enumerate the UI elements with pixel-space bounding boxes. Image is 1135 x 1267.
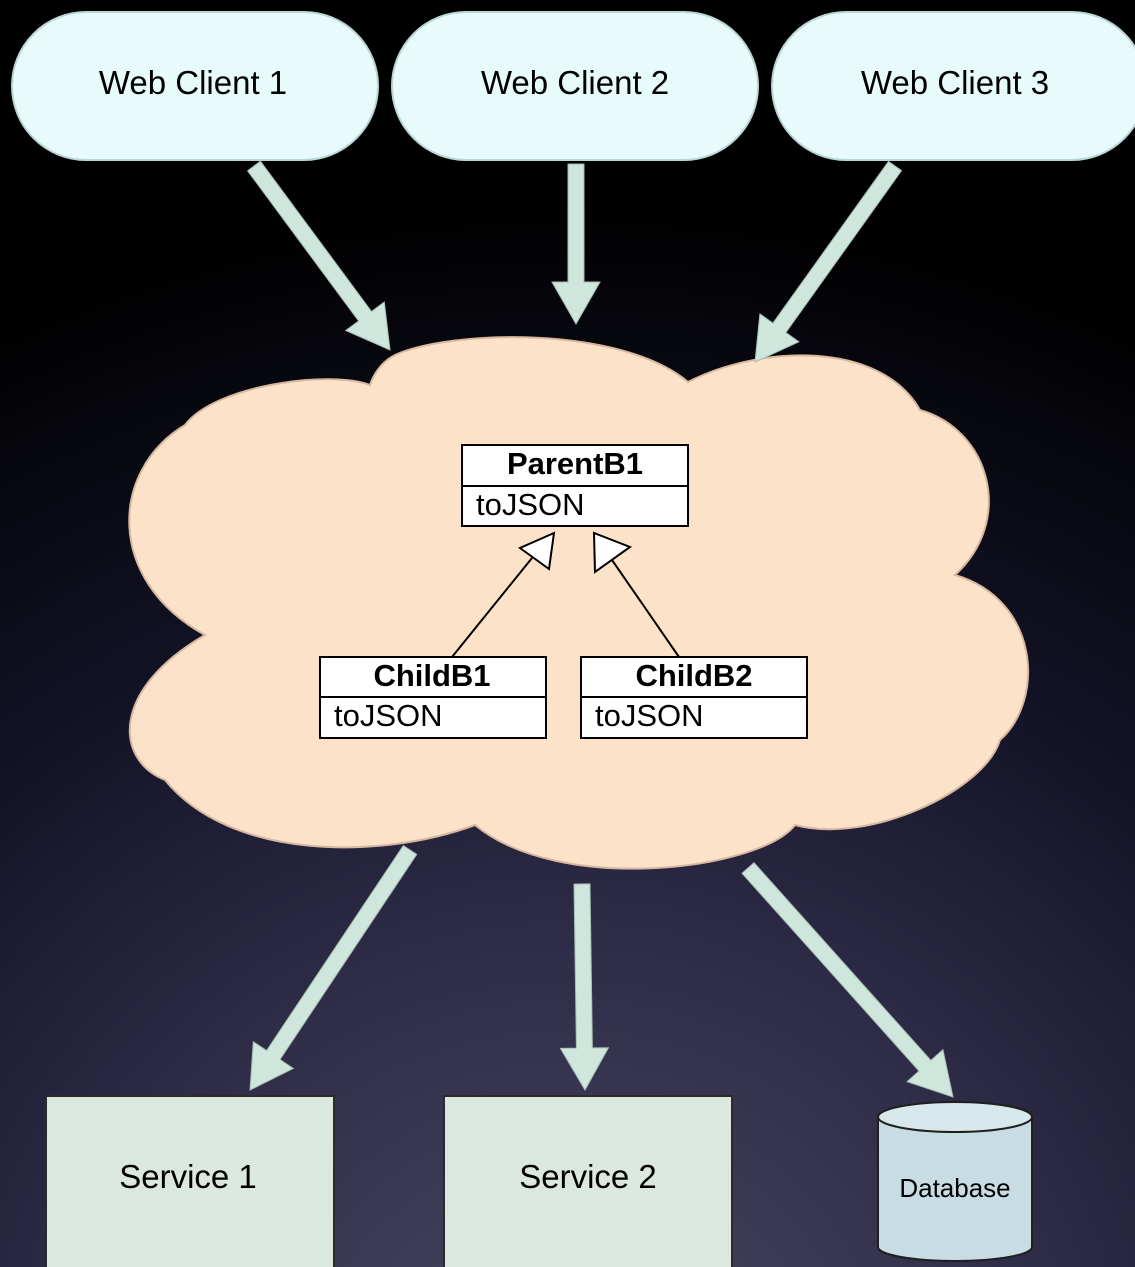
arrow-cloud-to-database [741,861,954,1098]
child1-generalization-line [451,557,533,658]
class-parentb1-method: toJSON [476,487,585,522]
arrow-client3-to-cloud [754,160,903,363]
class-childb2-method: toJSON [595,698,704,733]
class-childb2-name: ChildB2 [635,658,752,693]
database-label: Database [899,1173,1010,1203]
arrow-cloud-to-service1 [249,844,418,1091]
class-parentb1-name: ParentB1 [507,446,643,481]
database-cylinder-top [877,1101,1033,1133]
service-2: Service 2 [443,1095,733,1267]
generalization-arrowhead-1 [518,531,556,571]
web-client-3-label: Web Client 3 [861,64,1049,101]
class-childb1: ChildB1 toJSON [319,656,547,739]
service-1-label: Service 1 [119,1158,257,1195]
service-1: Service 1 [45,1095,335,1267]
class-childb1-name: ChildB1 [373,658,490,693]
database: Database [877,1101,1033,1262]
web-client-1: Web Client 1 [11,11,379,161]
generalization-arrowhead-2 [592,531,633,574]
class-parentb1: ParentB1 toJSON [461,444,689,527]
arrow-client2-to-cloud [551,163,601,326]
arrow-client1-to-cloud [246,160,391,351]
flow-arrows [246,160,954,1098]
database-cylinder-body [877,1117,1033,1262]
child2-generalization-line [611,559,680,658]
service-2-label: Service 2 [519,1158,657,1195]
web-client-1-label: Web Client 1 [99,64,287,101]
web-client-2-label: Web Client 2 [481,64,669,101]
inheritance-edges [451,531,680,658]
arrow-cloud-to-service2 [559,883,610,1092]
class-childb2: ChildB2 toJSON [580,656,808,739]
web-client-2: Web Client 2 [391,11,759,161]
application-cloud [128,336,1029,870]
web-client-3: Web Client 3 [771,11,1135,161]
class-childb1-method: toJSON [334,698,443,733]
